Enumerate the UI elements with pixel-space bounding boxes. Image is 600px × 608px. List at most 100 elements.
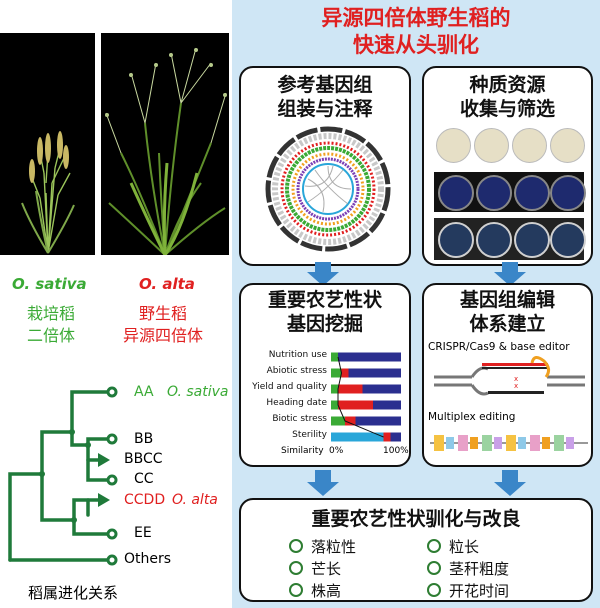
similarity-bar-segment [362, 384, 401, 394]
alta-ploidy: 异源四倍体 [123, 326, 204, 345]
mining-title-line1: 重要农艺性状 [267, 289, 382, 311]
similarity-bar-segment [338, 384, 363, 394]
petri-dish [512, 128, 547, 163]
trait-item: 落粒性 [289, 536, 356, 557]
similarity-tick-0: 0% [329, 446, 344, 456]
petri-dish [476, 175, 512, 211]
bullet-icon [427, 539, 441, 553]
similarity-bar-segment [373, 400, 401, 410]
sativa-ploidy: 二倍体 [27, 326, 76, 345]
sativa-latin-name: O. sativa [12, 275, 87, 293]
petri-dish [474, 128, 509, 163]
domestication-box: 重要农艺性状驯化与改良 落粒性 粒长 芒长 茎秆粗度 株高 开花时间 [239, 498, 593, 602]
similarity-bar-segment [331, 384, 338, 394]
similarity-chart-bars [331, 352, 401, 442]
tree-leaf-cc: CC [134, 471, 154, 487]
genome-editing-box: 基因组编辑 体系建立 CRISPR/Cas9 & base editor x x… [422, 283, 593, 467]
similarity-bar-segment [348, 368, 401, 378]
similarity-bar-segment [338, 352, 401, 362]
domestication-title: 重要农艺性状驯化与改良 [311, 508, 521, 530]
petri-dish [514, 222, 550, 258]
trait-item: 开花时间 [427, 580, 509, 601]
multiplex-label: Multiplex editing [428, 411, 516, 423]
sativa-photo [0, 33, 95, 255]
similarity-bar-segment [331, 416, 345, 426]
genome-title-line2: 组装与注释 [277, 98, 373, 120]
similarity-category-label: Nutrition use [268, 350, 327, 360]
tree-leaf-bbcc: BBCC [124, 451, 163, 467]
similarity-tick-100: 100% [383, 446, 409, 456]
tree-leaf-ee: EE [134, 525, 152, 541]
tree-leaf-bb: BB [134, 431, 154, 447]
main-title-line1: 异源四倍体野生稻的 [321, 6, 511, 30]
alta-common-name: 野生稻 [139, 304, 188, 323]
similarity-bar-segment [390, 432, 401, 442]
similarity-bar-segment [338, 400, 373, 410]
main-title-line2: 快速从头驯化 [353, 33, 479, 57]
sativa-common-name: 栽培稻 [27, 304, 76, 323]
similarity-bar-segment [331, 432, 384, 442]
bullet-icon [289, 583, 303, 597]
germplasm-box: 种质资源 收集与筛选 [422, 66, 593, 266]
similarity-category-label: Abiotic stress [266, 366, 327, 376]
sativa-plant-image [21, 131, 75, 254]
tree-leaf-aa-species: O. sativa [167, 384, 229, 400]
tree-leaf-ccdd: CCDD [124, 492, 166, 508]
genome-box: 参考基因组 组装与注释 [239, 66, 411, 266]
genome-title-line1: 参考基因组 [277, 74, 373, 96]
arrow-down-left [307, 262, 339, 286]
editing-title-line2: 体系建立 [469, 313, 546, 335]
bullet-icon [427, 561, 441, 575]
trait-item: 茎秆粗度 [427, 558, 509, 579]
similarity-category-label: Yield and quality [252, 382, 327, 392]
similarity-bar-segment [355, 416, 401, 426]
petri-dish [550, 128, 585, 163]
petri-dish-grid [434, 128, 586, 260]
similarity-bar-segment [331, 368, 342, 378]
similarity-bar-segment [345, 416, 356, 426]
similarity-bar-segment [341, 368, 349, 378]
similarity-bar-segment [383, 432, 391, 442]
similarity-axis-label: Similarity [281, 446, 324, 456]
petri-dish [550, 175, 586, 211]
similarity-category-label: Biotic stress [272, 414, 327, 424]
alta-photo [101, 33, 229, 256]
svg-text:x: x [514, 375, 518, 383]
germplasm-title-line1: 种质资源 [469, 74, 546, 96]
phylogenetic-tree [8, 386, 118, 566]
trait-label: 粒长 [449, 538, 480, 556]
tree-leaf-ccdd-species: O. alta [172, 492, 218, 508]
similarity-trend-line [337, 356, 384, 438]
trait-label: 芒长 [311, 560, 342, 578]
trait-item: 株高 [289, 580, 341, 601]
trait-label: 开花时间 [449, 582, 510, 600]
similarity-bar-segment [331, 400, 338, 410]
alta-plant-image [105, 47, 227, 256]
similarity-category-label: Sterility [292, 430, 327, 440]
base-editor-diagram: x x [434, 356, 585, 396]
bullet-icon [289, 561, 303, 575]
similarity-bar-segment [331, 352, 338, 362]
trait-label: 株高 [311, 582, 342, 600]
petri-dish [438, 222, 474, 258]
tree-leaf-aa: AA [134, 384, 154, 400]
svg-text:x: x [514, 382, 518, 390]
tree-leaf-others: Others [124, 551, 172, 567]
bullet-icon [289, 539, 303, 553]
bullet-icon [427, 583, 441, 597]
arrow-down-bottom-left [307, 470, 339, 496]
arrow-down-right [494, 262, 526, 286]
petri-dish [436, 128, 471, 163]
petri-dish [476, 222, 512, 258]
germplasm-title-line2: 收集与筛选 [459, 98, 555, 120]
editing-title-line1: 基因组编辑 [459, 289, 555, 311]
petri-dish [550, 222, 586, 258]
trait-item: 芒长 [289, 558, 341, 579]
similarity-category-label: Heading date [266, 398, 327, 408]
alta-latin-name: O. alta [139, 275, 195, 293]
tree-caption: 稻属进化关系 [28, 584, 119, 602]
